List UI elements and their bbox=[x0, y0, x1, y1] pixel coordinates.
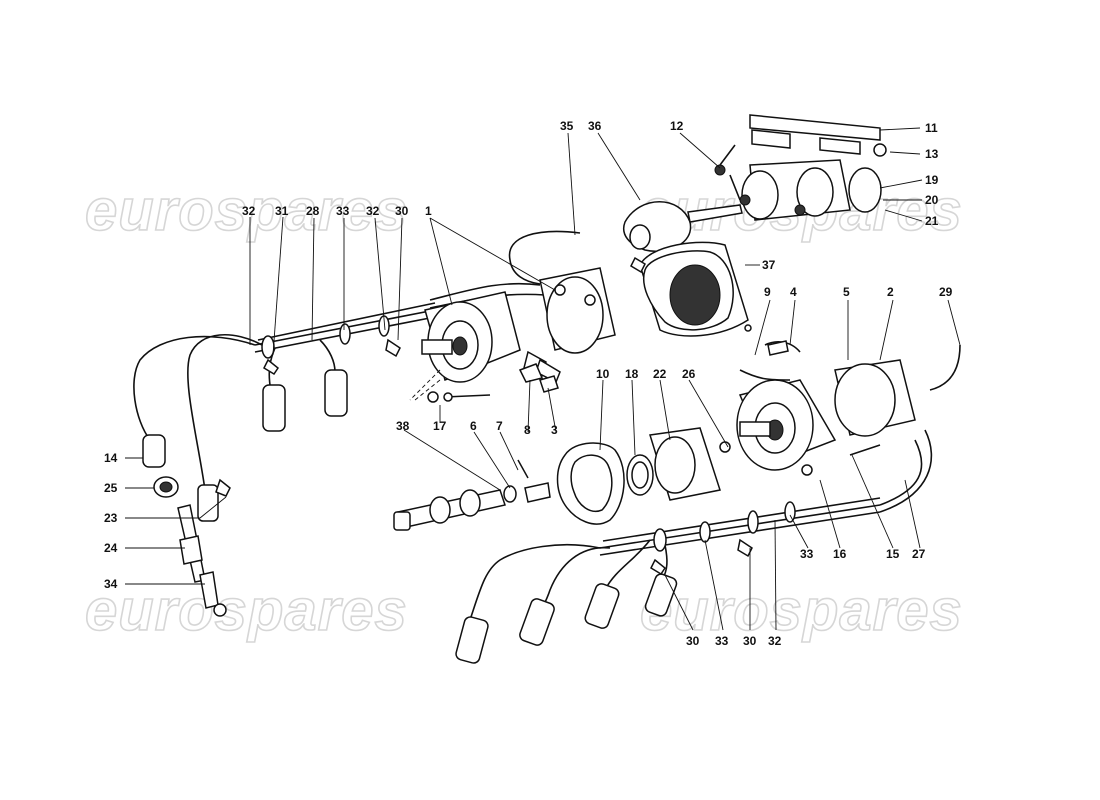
callout-5: 5 bbox=[843, 285, 850, 299]
callout-19: 19 bbox=[925, 173, 939, 187]
callout-12: 12 bbox=[670, 119, 684, 133]
callout-34: 34 bbox=[104, 577, 118, 591]
callout-33: 33 bbox=[800, 547, 814, 561]
callout-20: 20 bbox=[925, 193, 939, 207]
callout-32: 32 bbox=[242, 204, 256, 218]
callout-25: 25 bbox=[104, 481, 118, 495]
callout-2: 2 bbox=[887, 285, 894, 299]
watermark-text: eurospares bbox=[85, 178, 408, 243]
callout-26: 26 bbox=[682, 367, 696, 381]
leader-lines bbox=[125, 127, 961, 631]
callout-38: 38 bbox=[396, 419, 410, 433]
ignition-coil-assembly bbox=[714, 114, 887, 221]
callout-24: 24 bbox=[104, 541, 118, 555]
callout-37: 37 bbox=[762, 258, 776, 272]
callout-33: 33 bbox=[336, 204, 350, 218]
callout-3: 3 bbox=[551, 423, 558, 437]
callout-31: 31 bbox=[275, 204, 289, 218]
callout-27: 27 bbox=[912, 547, 926, 561]
distributor-lower bbox=[736, 340, 916, 476]
callout-21: 21 bbox=[925, 214, 939, 228]
callout-17: 17 bbox=[433, 419, 447, 433]
callout-33: 33 bbox=[715, 634, 729, 648]
callout-32: 32 bbox=[768, 634, 782, 648]
callout-11: 11 bbox=[925, 121, 938, 135]
callout-28: 28 bbox=[306, 204, 320, 218]
watermark-text: eurospares bbox=[85, 578, 408, 643]
callout-14: 14 bbox=[104, 451, 118, 465]
callout-22: 22 bbox=[653, 367, 667, 381]
callout-23: 23 bbox=[104, 511, 118, 525]
callout-35: 35 bbox=[560, 119, 574, 133]
callout-16: 16 bbox=[833, 547, 847, 561]
drive-shaft bbox=[393, 459, 551, 531]
lower-ignition-harness bbox=[455, 344, 961, 664]
callout-30: 30 bbox=[743, 634, 757, 648]
distributor-cover bbox=[630, 241, 752, 337]
callout-9: 9 bbox=[764, 285, 771, 299]
callout-32: 32 bbox=[366, 204, 380, 218]
callout-7: 7 bbox=[496, 419, 503, 433]
spark-plug-boot bbox=[455, 573, 678, 664]
callout-13: 13 bbox=[925, 147, 939, 161]
callout-36: 36 bbox=[588, 119, 602, 133]
callout-30: 30 bbox=[686, 634, 700, 648]
callout-8: 8 bbox=[524, 423, 531, 437]
callout-29: 29 bbox=[939, 285, 953, 299]
callout-4: 4 bbox=[790, 285, 797, 299]
vacuum-advance-unit bbox=[508, 201, 743, 285]
spark-plug-and-hardware bbox=[153, 363, 559, 617]
callout-6: 6 bbox=[470, 419, 477, 433]
callout-labels: 32 31 28 33 32 30 1 35 36 12 11 13 19 20… bbox=[104, 119, 953, 648]
callout-10: 10 bbox=[596, 367, 610, 381]
distributor-flange-set bbox=[556, 427, 731, 525]
callout-18: 18 bbox=[625, 367, 639, 381]
callout-15: 15 bbox=[886, 547, 900, 561]
watermark-text: eurospares bbox=[640, 578, 963, 643]
callout-1: 1 bbox=[425, 204, 432, 218]
spark-plug-boot bbox=[142, 369, 348, 522]
callout-30: 30 bbox=[395, 204, 409, 218]
distributor-upper bbox=[409, 267, 616, 403]
watermark-group: eurospares eurospares eurospares eurospa… bbox=[84, 177, 963, 644]
